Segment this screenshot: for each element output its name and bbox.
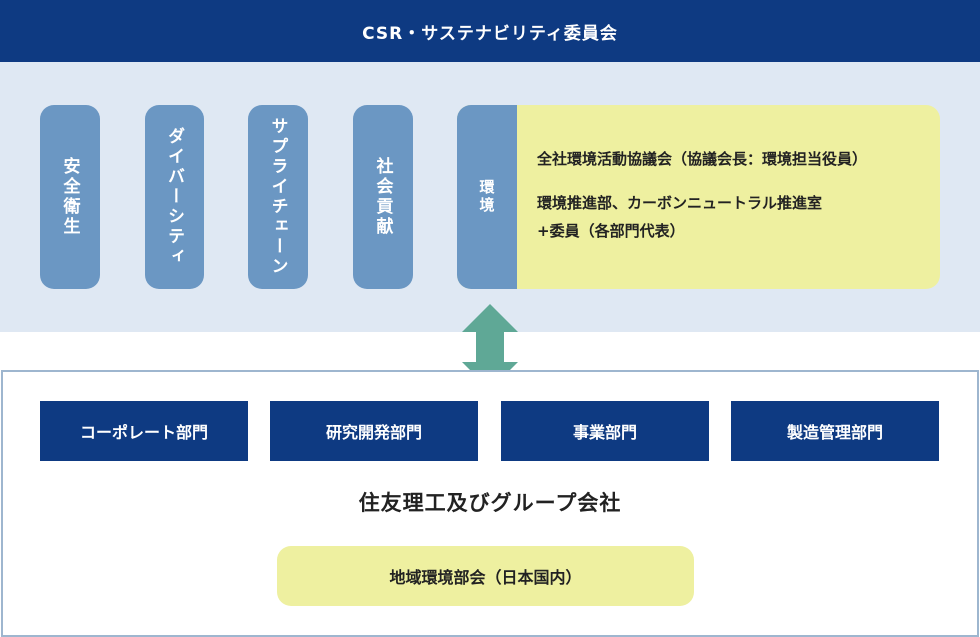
double-vertical-arrow-icon (462, 304, 518, 390)
department-label: コーポレート部門 (79, 423, 208, 442)
department-research-development: 研究開発部門 (270, 401, 478, 461)
committee-header: CSR・サステナビリティ委員会 (0, 0, 980, 62)
committee-label: 社会貢献 (372, 157, 393, 237)
company-name: 住友理工及びグループ会社 (358, 491, 622, 515)
environment-line3: +委員（各部門代表） (537, 222, 685, 240)
department-business: 事業部門 (501, 401, 709, 461)
committee-diversity: ダイバーシティ (145, 105, 204, 289)
committee-label: サプライチェーン (267, 117, 288, 277)
environment-line2: 環境推進部、カーボンニュートラル推進室 (537, 194, 823, 212)
department-corporate: コーポレート部門 (40, 401, 248, 461)
department-label: 製造管理部門 (786, 423, 883, 442)
department-label: 研究開発部門 (325, 423, 422, 442)
environment-label: 環境 (477, 179, 496, 215)
environment-label-box: 環境 (457, 105, 517, 289)
regional-label: 地域環境部会（日本国内） (389, 568, 582, 587)
committee-label: ダイバーシティ (164, 127, 184, 267)
environment-line1: 全社環境活動協議会（協議会長：環境担当役員） (537, 150, 868, 168)
committee-safety-health: 安全衛生 (40, 105, 100, 289)
committee-social-contribution: 社会貢献 (353, 105, 413, 289)
committee-label: 安全衛生 (59, 157, 80, 237)
department-manufacturing: 製造管理部門 (731, 401, 939, 461)
department-label: 事業部門 (572, 423, 637, 442)
committee-supply-chain: サプライチェーン (248, 105, 308, 289)
regional-environment-group: 地域環境部会（日本国内） (277, 546, 694, 606)
committee-environment: 環境 全社環境活動協議会（協議会長：環境担当役員） 環境推進部、カーボンニュート… (457, 105, 940, 289)
environment-details: 全社環境活動協議会（協議会長：環境担当役員） 環境推進部、カーボンニュートラル推… (537, 145, 932, 245)
header-title: CSR・サステナビリティ委員会 (362, 23, 618, 44)
